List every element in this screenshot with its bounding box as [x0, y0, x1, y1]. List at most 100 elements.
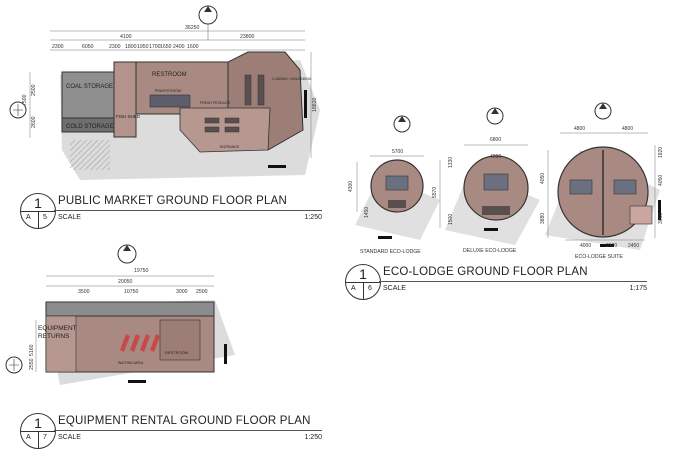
section-marker: [600, 244, 614, 247]
lodge-dim: 3060: [658, 213, 664, 224]
lodge-dim: 1450: [364, 207, 370, 218]
title-rule: [379, 281, 647, 282]
market-dim: 4100: [120, 34, 132, 40]
title-rule: [54, 430, 322, 431]
market-dimension-lines: [29, 30, 312, 158]
title-rule: [54, 210, 322, 211]
drawing-number-bubble: 1 A 5: [20, 193, 56, 229]
scale-value: 1:250: [304, 214, 322, 221]
market-stalls: [204, 74, 265, 133]
room-label: FRESH PRODUCE: [200, 101, 231, 105]
standard-lodge-porch: [388, 200, 406, 208]
scale-label: SCALE: [58, 214, 81, 221]
scale-value: 1:175: [629, 285, 647, 292]
fish-shed-room: [113, 61, 137, 138]
rental-dim: 19750: [134, 268, 149, 274]
suite-bed-left: [569, 179, 593, 195]
sheet-number: 7: [43, 434, 47, 441]
room-label: COLD STORAGE: [66, 124, 114, 130]
section-marker: [304, 90, 307, 118]
north-arrow-icon: [198, 5, 218, 40]
drawing-title: PUBLIC MARKET GROUND FLOOR PLAN: [58, 195, 288, 207]
sheet-number: 6: [368, 285, 372, 292]
drawing-number: 1: [34, 415, 42, 431]
lodge-dim: 4800: [622, 126, 633, 132]
market-dim: 2400: [173, 44, 185, 50]
room-label: FISH SHED: [116, 114, 141, 119]
rental-dim-lines: [35, 275, 214, 372]
lodge-dim: 3880: [540, 213, 546, 224]
market-dim: 1800: [125, 44, 137, 50]
drawing-number: 1: [34, 195, 42, 211]
suite-dim-lines: [547, 132, 656, 241]
drawing-title: EQUIPMENT RENTAL GROUND FLOOR PLAN: [58, 415, 311, 427]
drawing-number-bubble: 1 A 7: [20, 413, 56, 449]
rental-equipment-racks: [120, 334, 160, 352]
market-dim-right: 18830: [312, 97, 318, 112]
room-label: PRAYER ROOM: [155, 89, 181, 93]
room-label: ENTRANCE: [220, 145, 240, 149]
north-arrow-icon: [393, 102, 612, 133]
market-dim-left: 2600: [31, 116, 37, 128]
equipment-rental-plan: 19750 20050 3500 10750 3000 2500 5160 25…: [5, 244, 235, 385]
market-dim: 1700: [149, 44, 161, 50]
lodge-dim: 6800: [490, 137, 501, 143]
section-marker: [224, 344, 227, 364]
market-dim: 6050: [82, 44, 94, 50]
room-label: RESTROOM: [152, 72, 187, 78]
lodge-dim: 5700: [392, 149, 403, 155]
sheet-number: 5: [43, 214, 47, 221]
paving-hatch: [70, 140, 110, 170]
north-arrow-icon: [117, 244, 137, 264]
drawing-title: ECO-LODGE GROUND FLOOR PLAN: [383, 266, 588, 278]
room-label: EQUIPMENT: [38, 325, 77, 332]
room-label: LOADING / UNLOADING: [272, 77, 312, 81]
sheet-letter: A: [351, 285, 356, 292]
room-label: RETURNS: [38, 333, 70, 340]
rental-roof-band: [45, 301, 215, 317]
drawing-number-bubble: 1 A 6: [345, 264, 381, 300]
market-dim: 1600: [187, 44, 199, 50]
lodge-dim: 1330: [448, 157, 454, 168]
section-marker: [484, 228, 498, 231]
room-label: WAITING AREA: [118, 361, 144, 365]
deluxe-lodge-bed: [483, 173, 509, 191]
market-dim-left: 7500: [22, 94, 28, 106]
scale-label: SCALE: [383, 285, 406, 292]
room-label: COAL STORAGE: [66, 84, 113, 90]
market-dim: 23800: [240, 34, 255, 40]
lodge-dim: 4000: [580, 243, 591, 249]
public-market-plan: 36250 4100 23800 2300 6050 2300 1800 195…: [9, 5, 320, 180]
section-marker: [378, 236, 392, 239]
room-label: RESTROOM: [165, 350, 188, 355]
lodge-dim: 4300: [348, 181, 354, 192]
rental-dim: 3500: [78, 289, 90, 295]
section-marker: [128, 380, 146, 383]
lodge-label: STANDARD ECO-LODGE: [360, 249, 421, 255]
sheet-letter: A: [26, 214, 31, 221]
rental-dim: 10750: [124, 289, 139, 295]
market-dim: 2300: [52, 44, 64, 50]
section-marker: [658, 200, 661, 220]
lodge-dim: 4050: [658, 175, 664, 186]
lodge-dim: 4050: [540, 173, 546, 184]
market-dim-top: 36250: [185, 25, 200, 31]
rental-restroom: [159, 319, 201, 361]
lodge-dim: 4200: [490, 154, 501, 160]
lodge-dim: 2100: [606, 243, 617, 249]
lodge-dim: 1920: [658, 147, 664, 158]
rental-dim: 2550: [29, 358, 35, 370]
lodge-dim: 2450: [628, 243, 639, 249]
eco-lodge-plan: 5700 4300 1450 STANDARD ECO-LODGE 6800 4…: [348, 102, 664, 260]
section-callout-icon: [9, 101, 27, 119]
rental-dim: 2500: [196, 289, 208, 295]
lodge-label: DELUXE ECO-LODGE: [463, 248, 517, 254]
sheet-letter: A: [26, 434, 31, 441]
returns-room: [45, 315, 77, 373]
lodge-dim: 4800: [574, 126, 585, 132]
standard-dim-lines: [356, 155, 424, 212]
scale-label: SCALE: [58, 434, 81, 441]
lodge-label: ECO-LODGE SUITE: [575, 254, 623, 260]
scale-value: 1:250: [304, 434, 322, 441]
